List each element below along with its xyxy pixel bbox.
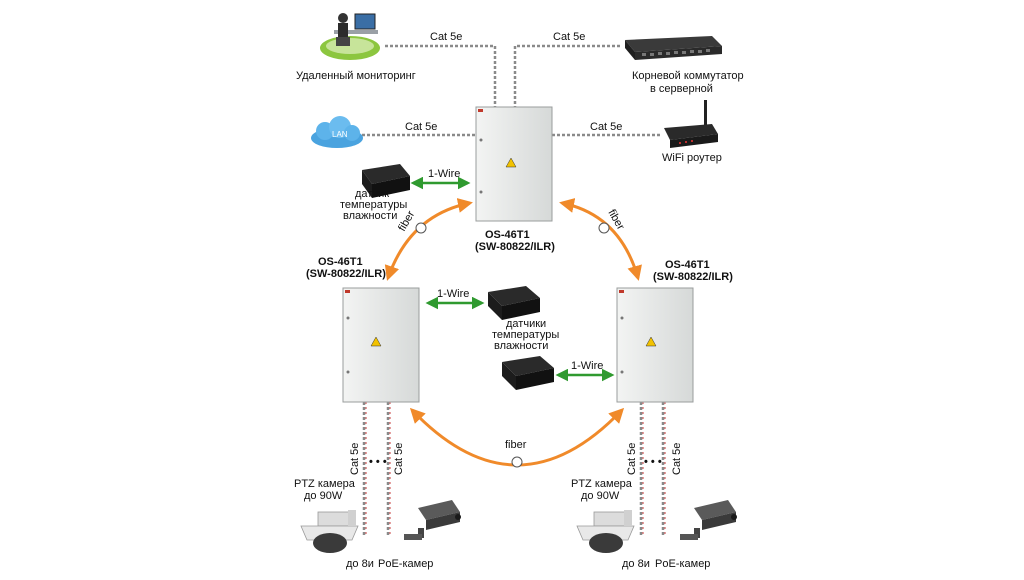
one-wire-label-right: 1-Wire — [571, 360, 603, 372]
ptz-right-label-line1: PTZ камера — [571, 478, 633, 490]
sensor-top-label-line3: влажности — [343, 210, 397, 222]
sensor-bottom-icon — [502, 356, 554, 390]
cabinet-right — [616, 287, 694, 403]
cat5e-label-wifi: Cat 5e — [590, 121, 622, 133]
fiber-arrow-top-left — [384, 198, 473, 281]
cable-root-switch — [513, 44, 620, 108]
lan-cloud-icon — [311, 116, 363, 148]
cable-dots-left: • • • — [369, 456, 387, 468]
cabinet-top — [475, 106, 553, 222]
wifi-router-icon — [664, 100, 718, 148]
sensors-label-line3: влажности — [494, 340, 548, 352]
cabinet-right-model-line1: OS-46T1 — [665, 259, 710, 271]
bullet-camera-left-icon — [404, 500, 461, 540]
cabinet-right-model-line2: (SW-80822/ILR) — [653, 271, 733, 283]
cat5e-label-right-2: Cat 5e — [671, 443, 683, 475]
sensor-top-label-line1: датчик — [355, 188, 389, 200]
cat5e-cables — [362, 44, 665, 535]
sensor-middle-icon — [488, 286, 540, 320]
cable-dots-right: • • • — [644, 456, 662, 468]
fiber-label-left: fiber — [396, 209, 417, 234]
wifi-router-label: WiFi роутер — [662, 152, 722, 164]
ptz-camera-right-icon — [576, 510, 635, 553]
poe-left-label-upto: до 8и — [346, 558, 374, 570]
cat5e-label-remote: Cat 5e — [430, 31, 462, 43]
root-switch-label-line1: Корневой коммутатор — [632, 70, 744, 82]
sensor-top-icon — [362, 164, 410, 198]
cat5e-label-root: Cat 5e — [553, 31, 585, 43]
bullet-camera-right-icon — [680, 500, 737, 540]
cabinet-top-model-line1: OS-46T1 — [485, 229, 530, 241]
ptz-right-label-line2: до 90W — [581, 490, 620, 502]
one-wire-label-top: 1-Wire — [428, 168, 460, 180]
ptz-left-label-line1: PTZ камера — [294, 478, 356, 490]
sensors-label-line1: датчики — [506, 318, 546, 330]
lan-label: LAN — [332, 130, 348, 139]
ptz-camera-left-icon — [300, 510, 359, 553]
ptz-left-label-line2: до 90W — [304, 490, 343, 502]
cat5e-label-left-2: Cat 5e — [393, 443, 405, 475]
sensor-top-label-line2: температуры — [340, 199, 407, 211]
one-wire-label-left: 1-Wire — [437, 288, 469, 300]
fiber-connectors — [415, 222, 610, 468]
poe-right-label-upto: до 8и — [622, 558, 650, 570]
cable-remote — [385, 44, 497, 108]
fiber-arrow-top-right — [559, 198, 642, 281]
remote-monitoring-label: Удаленный мониторинг — [296, 70, 416, 82]
cabinet-top-model-line2: (SW-80822/ILR) — [475, 241, 555, 253]
root-switch-label-line2: в серверной — [650, 83, 713, 95]
poe-right-label-cameras: PoE-камер — [655, 558, 710, 570]
cat5e-label-right-1: Cat 5e — [626, 443, 638, 475]
cat5e-label-lan: Cat 5e — [405, 121, 437, 133]
remote-monitoring-icon — [320, 13, 380, 60]
sensors-label-line2: температуры — [492, 329, 559, 341]
poe-left-label-cameras: PoE-камер — [378, 558, 433, 570]
cabinet-left — [342, 287, 420, 403]
cabinet-left-model-line2: (SW-80822/ILR) — [306, 268, 386, 280]
cabinet-left-model-line1: OS-46T1 — [318, 256, 363, 268]
one-wire-links — [410, 176, 615, 382]
root-switch-icon — [625, 36, 722, 60]
fiber-label-bottom: fiber — [505, 439, 527, 451]
cat5e-label-left-1: Cat 5e — [349, 443, 361, 475]
